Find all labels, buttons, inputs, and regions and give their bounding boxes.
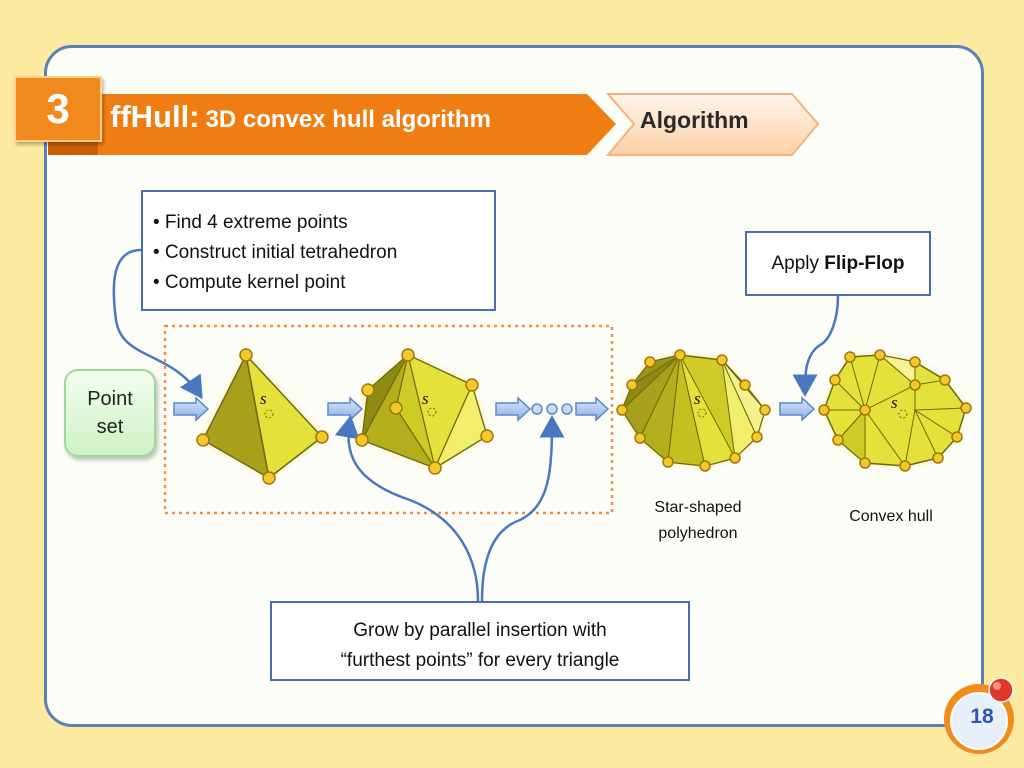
point-set-line-2: set (96, 416, 124, 438)
grow-line-1: Grow by parallel insertion with (353, 620, 607, 641)
star-caption-line-2: polyhedron (658, 525, 738, 542)
title-main: ffHull: (110, 99, 200, 134)
page-badge (944, 677, 1014, 754)
step-item: • Find 4 extreme points (153, 212, 348, 233)
hull-caption: Convex hull (849, 508, 933, 525)
breadcrumb: Algorithm (640, 107, 749, 133)
convex-hull (818, 349, 972, 472)
flip-flop-label: Flip-Flop (824, 252, 905, 274)
slide-title: ffHull:3D convex hull algorithm (110, 99, 491, 135)
grow-box: Grow by parallel insertion with “furthes… (270, 601, 690, 681)
initial-steps-box: • Find 4 extreme points • Construct init… (141, 190, 496, 311)
kernel-label-1: s (260, 389, 267, 408)
kernel-label-2: s (422, 389, 429, 408)
step-item: • Compute kernel point (153, 272, 346, 293)
iteration-frame (163, 324, 614, 515)
title-sub: 3D convex hull algorithm (205, 106, 491, 133)
star-caption: Star-shaped polyhedron (636, 495, 760, 547)
title-banner-fold (48, 138, 98, 155)
point-set-line-1: Point (87, 388, 133, 410)
flow-arrows (173, 396, 816, 422)
title-banner (48, 94, 616, 155)
flip-prefix: Apply (771, 252, 825, 274)
star-caption-line-1: Star-shaped (654, 499, 742, 516)
kernel-label-3: s (694, 389, 701, 408)
grow-line-2: “furthest points” for every triangle (340, 650, 620, 671)
page-number: 18 (970, 705, 994, 728)
point-set-box: Point set (64, 369, 156, 457)
flip-flop-box: Apply Flip-Flop (745, 231, 931, 296)
ellipsis-dots (531, 403, 573, 415)
breadcrumb-chevron (605, 93, 820, 156)
step-item: • Construct initial tetrahedron (153, 242, 398, 263)
growing-polyhedron (355, 348, 494, 475)
connector-curves (112, 248, 840, 602)
section-number: 3 (14, 76, 102, 142)
tetrahedron (196, 348, 329, 485)
kernel-label-4: s (891, 393, 898, 412)
star-shaped-polyhedron (616, 349, 771, 472)
